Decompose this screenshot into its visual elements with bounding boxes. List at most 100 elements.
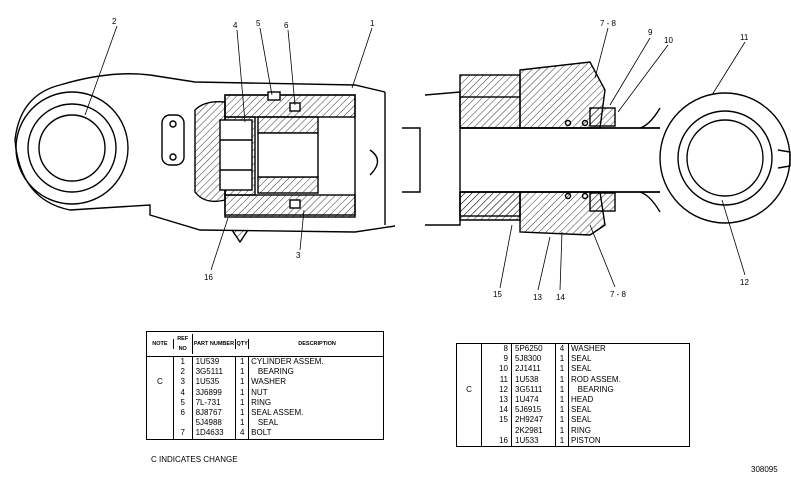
cell-ref: 1: [174, 357, 193, 368]
cell-ref: 7: [174, 428, 193, 439]
cell-qty: 1: [236, 387, 250, 398]
rod-stub: [257, 132, 319, 178]
leader-lines: [84, 25, 746, 291]
cell-note: C: [147, 377, 174, 388]
callout-3: 3: [296, 251, 301, 260]
cell-ref: 14: [482, 405, 512, 416]
cell-note: [457, 344, 482, 355]
cell-note: [457, 435, 482, 446]
cell-qty: 1: [236, 407, 250, 419]
cell-qty: 1: [556, 384, 569, 395]
cell-qty: 1: [556, 435, 569, 446]
cell-note: [457, 354, 482, 365]
header-qty: QTY: [236, 339, 250, 349]
cell-part-number: 1U533: [512, 435, 556, 446]
cell-note: [147, 357, 174, 368]
cell-description: RING: [571, 425, 591, 435]
cell-qty: 1: [556, 374, 569, 385]
left-eye-inner: [27, 103, 117, 193]
callout-5: 5: [256, 19, 261, 28]
cell-description: PISTON: [571, 435, 601, 445]
cell-qty: 1: [556, 364, 569, 375]
cell-description: BEARING: [571, 384, 614, 394]
cell-ref: 3: [174, 377, 193, 388]
callout-7-8-bottom: 7 - 8: [610, 290, 627, 299]
cell-part-number: 1D4633: [193, 428, 237, 439]
cell-ref: 8: [482, 344, 512, 355]
right-eye-outer: [659, 92, 791, 224]
cell-ref: 13: [482, 394, 512, 406]
cell-qty: 4: [556, 344, 569, 355]
cell-ref: 5: [174, 397, 193, 408]
cell-ref: 9: [482, 354, 512, 365]
callout-11: 11: [740, 33, 749, 42]
figure-id: 308095: [751, 465, 778, 474]
cell-qty: 4: [236, 428, 250, 439]
cell-ref: 10: [482, 364, 512, 375]
cell-description: HEAD: [571, 394, 594, 404]
cell-qty: 1: [556, 354, 569, 365]
header-note: NOTE: [147, 339, 174, 349]
cell-part-number: 5J4988: [193, 418, 237, 429]
cell-note: [147, 428, 174, 439]
callout-4: 4: [233, 21, 238, 30]
cell-ref: 16: [482, 435, 512, 446]
cell-part-number: 2H9247: [512, 415, 556, 426]
cell-part-number: 1U538: [512, 374, 556, 385]
right-eye-inner: [677, 110, 773, 206]
cell-note: [457, 415, 482, 426]
cell-qty: 1: [556, 394, 569, 406]
cell-ref: 11: [482, 374, 512, 385]
cell-note: [457, 394, 482, 406]
cell-part-number: 3G5111: [193, 367, 237, 378]
callout-6: 6: [284, 21, 289, 30]
cell-ref: 4: [174, 387, 193, 398]
cell-ref: [482, 425, 512, 436]
cell-description: ROD ASSEM.: [571, 374, 621, 384]
header-ref: REF NO: [174, 334, 193, 354]
cell-note: C: [457, 384, 482, 395]
right-rod-assembly: [402, 61, 791, 236]
cell-description: SEAL: [251, 418, 279, 428]
callout-9: 9: [648, 28, 653, 37]
cell-note: [147, 418, 174, 429]
callout-14: 14: [556, 293, 565, 302]
cell-part-number: 3G5111: [512, 384, 556, 395]
cell-note: [457, 364, 482, 375]
cell-description: SEAL: [571, 405, 592, 415]
cell-qty: 1: [236, 397, 250, 408]
cell-part-number: 8J8767: [193, 407, 237, 419]
callout-10: 10: [664, 36, 673, 45]
cell-description: SEAL: [571, 364, 592, 374]
cell-part-number: 2K2981: [512, 425, 556, 436]
header-part-number: PART NUMBER: [193, 339, 237, 349]
cell-description: WASHER: [571, 344, 606, 353]
cell-description: SEAL ASSEM.: [251, 407, 304, 417]
cell-description: WASHER: [251, 377, 286, 387]
cell-description: SEAL: [571, 354, 592, 364]
cell-ref: 2: [174, 367, 193, 378]
cell-note: [147, 367, 174, 378]
cell-ref: [174, 418, 193, 429]
callout-7-8-top: 7 - 8: [600, 19, 617, 28]
cell-description: SEAL: [571, 415, 592, 425]
cell-qty: 1: [556, 425, 569, 436]
cell-qty: 1: [236, 418, 250, 429]
cell-qty: 1: [236, 377, 250, 388]
cell-description: NUT: [251, 387, 268, 397]
